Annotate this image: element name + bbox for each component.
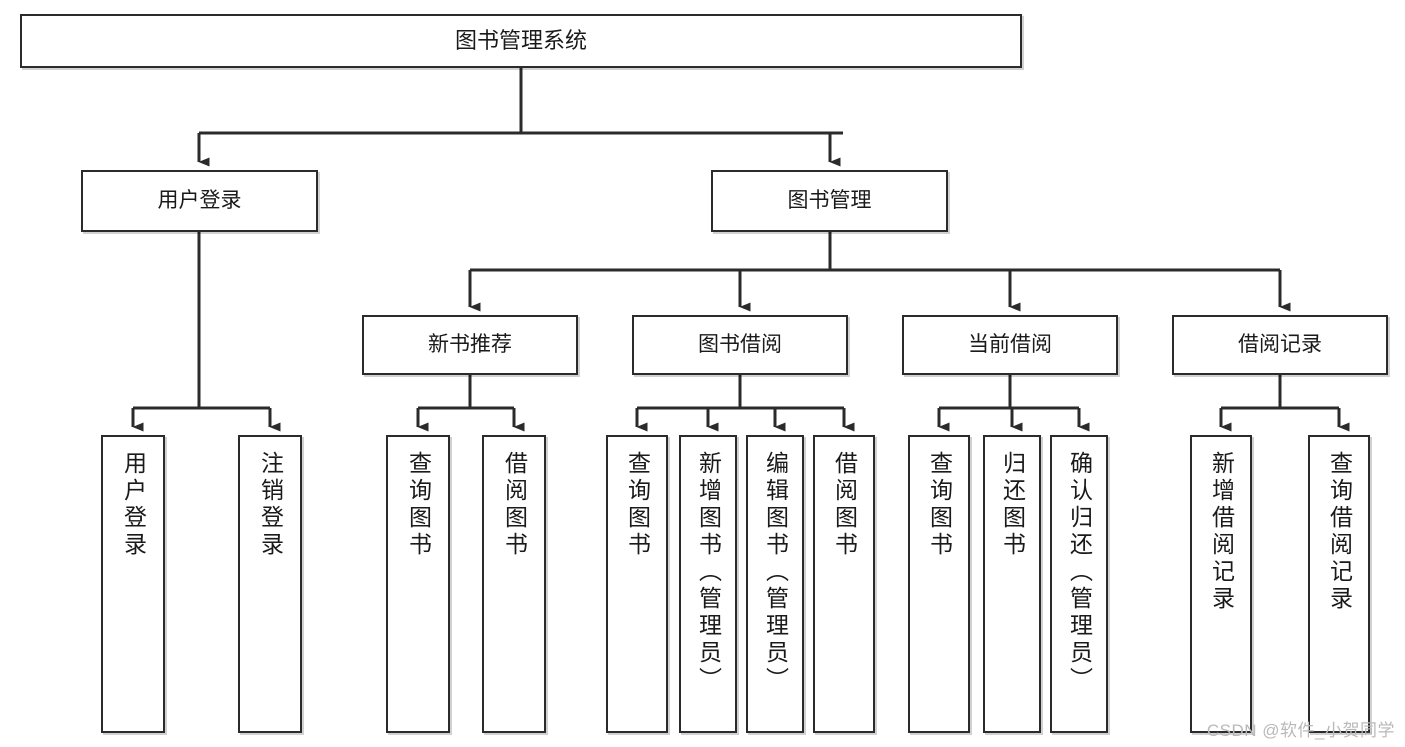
node-leaf-borrow-books-recommend-label: 借阅图书 xyxy=(501,451,528,559)
node-current-borrow-label: 当前借阅 xyxy=(968,332,1052,356)
node-book-management-label: 图书管理 xyxy=(787,188,872,212)
node-borrow-record[interactable]: 借阅记录 xyxy=(1172,315,1388,375)
node-leaf-query-books-borrow-label: 查询图书 xyxy=(624,451,651,559)
node-leaf-query-books-current-label: 查询图书 xyxy=(926,451,953,559)
node-book-borrow-label: 图书借阅 xyxy=(698,332,782,356)
node-leaf-confirm-return-admin[interactable]: 确认归还（管理员） xyxy=(1050,435,1108,733)
node-leaf-return-books[interactable]: 归还图书 xyxy=(983,435,1041,733)
node-user-login[interactable]: 用户登录 xyxy=(81,170,318,232)
node-user-login-label: 用户登录 xyxy=(157,188,242,212)
node-new-book-recommend[interactable]: 新书推荐 xyxy=(362,315,578,375)
node-current-borrow[interactable]: 当前借阅 xyxy=(902,315,1118,375)
node-leaf-user-login[interactable]: 用户登录 xyxy=(101,435,165,733)
node-leaf-add-book-admin[interactable]: 新增图书（管理员） xyxy=(679,435,737,733)
node-leaf-borrow-books-recommend[interactable]: 借阅图书 xyxy=(482,435,546,733)
node-leaf-edit-book-admin[interactable]: 编辑图书（管理员） xyxy=(746,435,804,733)
node-leaf-add-borrow-record[interactable]: 新增借阅记录 xyxy=(1190,435,1252,733)
node-new-book-recommend-label: 新书推荐 xyxy=(428,332,512,356)
node-book-management[interactable]: 图书管理 xyxy=(711,170,948,232)
node-leaf-borrow-books-borrow[interactable]: 借阅图书 xyxy=(813,435,875,733)
node-book-borrow[interactable]: 图书借阅 xyxy=(632,315,848,375)
node-leaf-edit-book-admin-label: 编辑图书（管理员） xyxy=(762,451,789,694)
node-leaf-query-borrow-record[interactable]: 查询借阅记录 xyxy=(1308,435,1370,733)
node-leaf-query-borrow-record-label: 查询借阅记录 xyxy=(1326,451,1353,613)
node-leaf-query-books-recommend[interactable]: 查询图书 xyxy=(386,435,450,733)
node-leaf-query-books-recommend-label: 查询图书 xyxy=(405,451,432,559)
node-leaf-query-books-borrow[interactable]: 查询图书 xyxy=(606,435,668,733)
node-root[interactable]: 图书管理系统 xyxy=(20,14,1022,68)
node-leaf-return-books-label: 归还图书 xyxy=(999,451,1026,559)
node-root-label: 图书管理系统 xyxy=(454,28,587,54)
node-leaf-add-borrow-record-label: 新增借阅记录 xyxy=(1208,451,1235,613)
node-leaf-user-login-label: 用户登录 xyxy=(120,451,147,559)
node-borrow-record-label: 借阅记录 xyxy=(1238,332,1322,356)
node-leaf-user-logout-label: 注销登录 xyxy=(257,451,284,559)
csdn-watermark: CSDN @软件_小贺同学 xyxy=(1206,721,1395,740)
node-leaf-user-logout[interactable]: 注销登录 xyxy=(238,435,302,733)
node-leaf-confirm-return-admin-label: 确认归还（管理员） xyxy=(1066,451,1093,694)
node-leaf-query-books-current[interactable]: 查询图书 xyxy=(908,435,970,733)
node-leaf-add-book-admin-label: 新增图书（管理员） xyxy=(695,451,722,694)
node-leaf-borrow-books-borrow-label: 借阅图书 xyxy=(831,451,858,559)
